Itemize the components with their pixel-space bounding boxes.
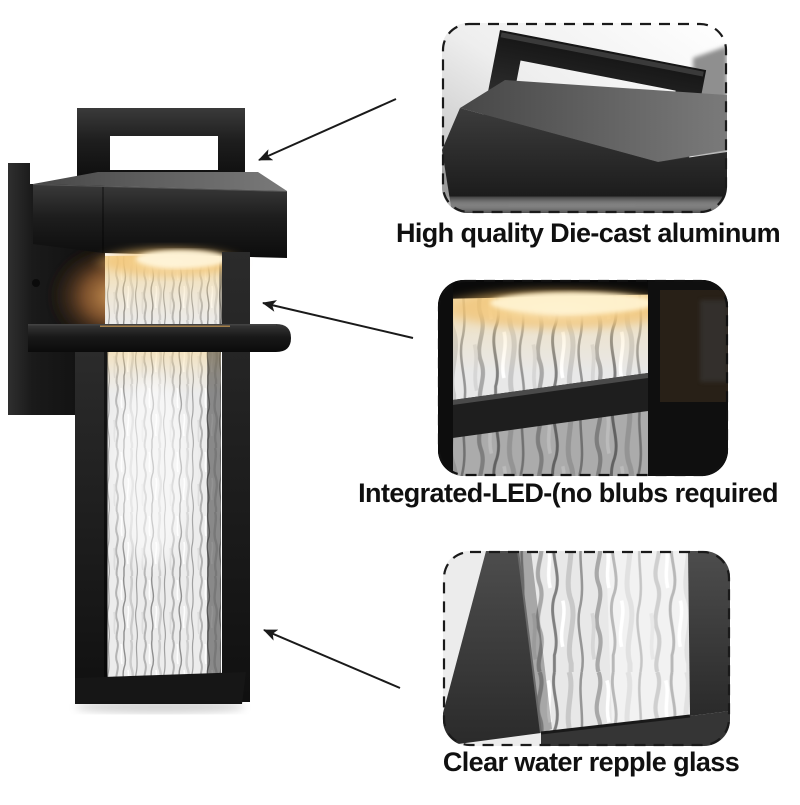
- glass-bottom-edge: [540, 714, 691, 735]
- detail-panel-die-cast: [441, 22, 728, 214]
- housing-front-closeup: [442, 108, 727, 213]
- background-detail-2: [700, 300, 728, 382]
- wall-sconce-product: [8, 108, 291, 713]
- dashed-border: [441, 22, 728, 214]
- ripple-glass-closeup: [517, 551, 695, 733]
- glass-right-shadow: [207, 352, 221, 682]
- mounting-screw: [32, 279, 40, 287]
- arrow-icon-led: [262, 300, 414, 339]
- frame-right-closeup: [688, 551, 730, 716]
- frame-bottom-closeup: [541, 711, 730, 746]
- frame-left-post: [75, 352, 107, 702]
- crossbar-top-edge: [28, 324, 276, 326]
- left-frame-strip: [438, 280, 453, 476]
- led-glow-core: [490, 292, 654, 314]
- frame-left-closeup: [443, 551, 541, 746]
- frame-inner-edge: [517, 551, 542, 734]
- callout-arrows: [258, 98, 414, 689]
- glass-inner-light: [114, 375, 190, 565]
- housing-top-closeup: [460, 80, 727, 162]
- crossbar-closeup: [438, 373, 648, 440]
- caption-led: Integrated-LED-(no blubs required: [358, 478, 778, 508]
- dashed-border: [442, 550, 731, 747]
- blurred-bottom-strip: [442, 198, 727, 213]
- housing-top-edge-highlight: [32, 184, 288, 192]
- housing-front-face: [33, 184, 287, 258]
- caption-glass: Clear water repple glass: [442, 747, 740, 777]
- detail-panel-glass: [442, 550, 731, 747]
- dashed-border: [437, 279, 729, 477]
- housing-top-face: [33, 172, 287, 191]
- top-handle: [77, 108, 245, 184]
- caption-die-cast: High quality Die-cast aluminum: [395, 218, 781, 248]
- crossbar-highlight: [438, 373, 648, 407]
- frame-bottom-rail: [75, 672, 246, 704]
- glass-left-edge: [104, 352, 108, 682]
- glass-frame-shadow: [517, 551, 552, 733]
- crossbar: [28, 324, 291, 352]
- glass-bright-side: [606, 551, 695, 726]
- frame-right-post: [222, 252, 250, 702]
- ground-shadow: [75, 701, 245, 713]
- led-glow-core: [136, 250, 228, 268]
- arrow-icon-die-cast: [258, 98, 397, 161]
- arrow-icon-glass: [263, 629, 401, 689]
- detail-panel-led: [437, 279, 729, 477]
- wall-amber-glow: [40, 246, 105, 346]
